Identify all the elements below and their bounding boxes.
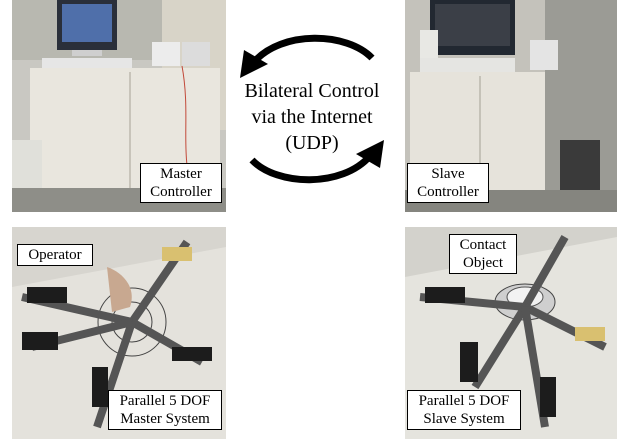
operator-label: Operator bbox=[17, 244, 93, 266]
bidirectional-arrows bbox=[240, 34, 384, 184]
bilateral-control-caption: Bilateral Control via the Internet (UDP) bbox=[232, 78, 392, 156]
operator-label-text: Operator bbox=[28, 247, 82, 263]
contact-object-label: Contact Object bbox=[449, 234, 517, 274]
master-controller-label: Master Controller bbox=[140, 163, 222, 203]
master-system-line-2: Master System bbox=[120, 411, 210, 427]
slave-controller-line-1: Slave bbox=[431, 166, 465, 182]
master-system-line-1: Parallel 5 DOF bbox=[119, 393, 211, 409]
arrow-right-head-icon bbox=[356, 140, 384, 168]
slave-controller-line-2: Controller bbox=[417, 184, 479, 200]
master-controller-line-1: Master bbox=[160, 166, 202, 182]
slave-controller-label: Slave Controller bbox=[407, 163, 489, 203]
contact-object-line-1: Contact bbox=[459, 237, 507, 253]
master-system-label: Parallel 5 DOF Master System bbox=[108, 390, 222, 430]
center-line-1: Bilateral Control bbox=[244, 80, 380, 102]
slave-system-line-2: Slave System bbox=[423, 411, 505, 427]
slave-system-label: Parallel 5 DOF Slave System bbox=[407, 390, 521, 430]
arrow-left-head-icon bbox=[240, 50, 268, 78]
center-line-3: (UDP) bbox=[285, 132, 339, 154]
contact-object-line-2: Object bbox=[463, 255, 503, 271]
master-controller-line-2: Controller bbox=[150, 184, 212, 200]
slave-system-line-1: Parallel 5 DOF bbox=[418, 393, 510, 409]
center-line-2: via the Internet bbox=[251, 106, 373, 128]
